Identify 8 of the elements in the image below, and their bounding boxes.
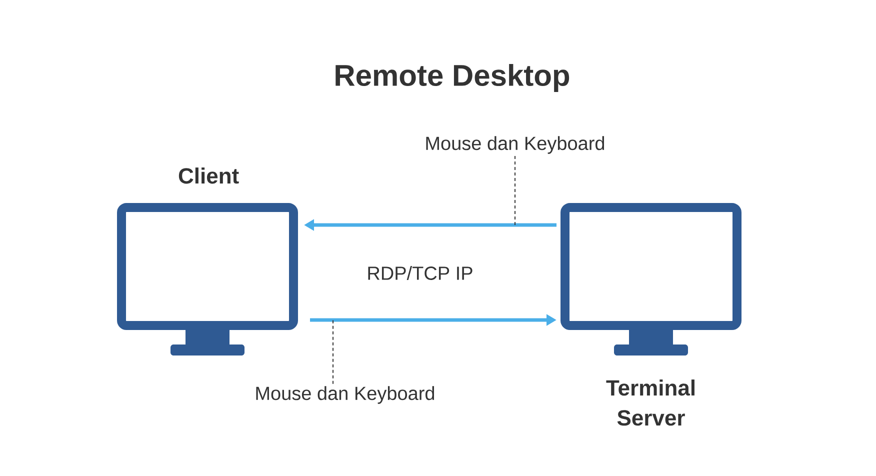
leader-text: Mouse dan Keyboard (426, 136, 604, 154)
node-heading: Client (178, 168, 239, 184)
leader-text: Mouse dan Keyboard (256, 386, 434, 404)
title: Remote Desktop (336, 64, 570, 92)
leader-line (514, 156, 516, 226)
leader-line (332, 320, 334, 384)
protocol-label: RDP/TCP IP (368, 266, 472, 280)
node-heading: Terminal Server (606, 380, 694, 426)
